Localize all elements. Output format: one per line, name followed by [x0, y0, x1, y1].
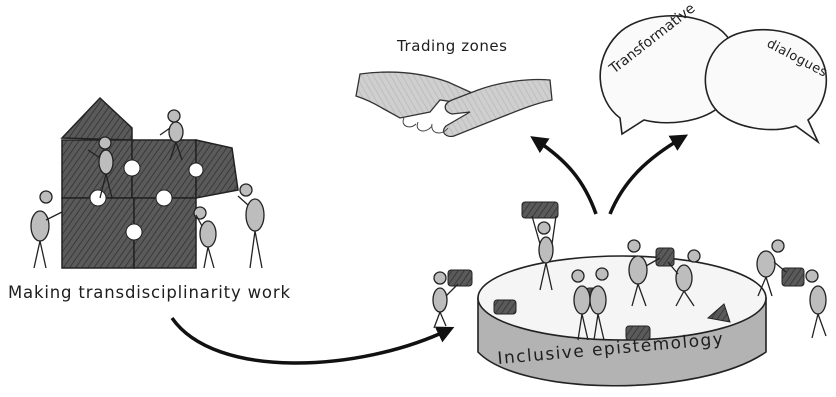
label-making-transdisciplinarity: Making transdisciplinarity work — [8, 283, 290, 302]
speech-bubbles — [599, 15, 828, 145]
arrow-to-trading-zones — [530, 136, 598, 215]
platform-figures — [432, 201, 827, 341]
handshake-illustration — [355, 71, 553, 138]
puzzle-house-illustration — [30, 96, 265, 269]
arrow-to-platform — [170, 317, 455, 365]
arrow-to-dialogues — [608, 134, 689, 215]
label-trading-zones: Trading zones — [396, 37, 507, 55]
